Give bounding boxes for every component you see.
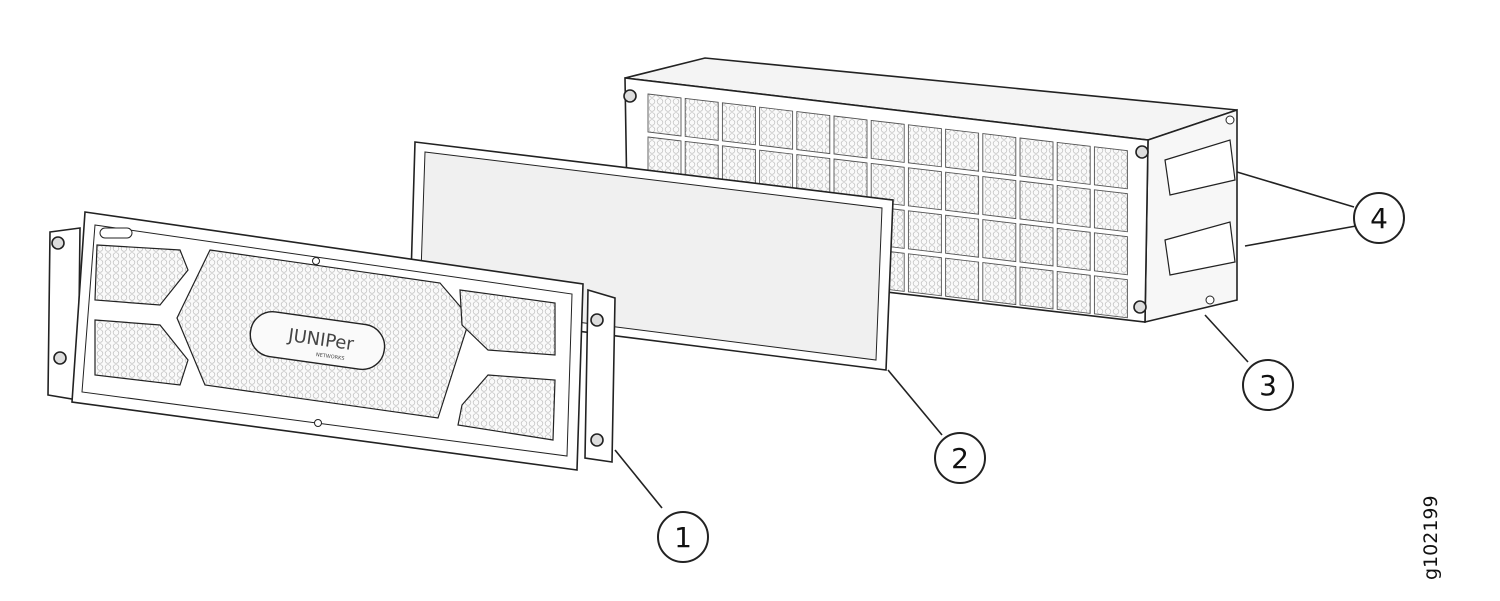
vent-cell (759, 106, 794, 150)
vent-cell (1056, 141, 1091, 185)
vent-cell (684, 97, 719, 141)
vent-cell (907, 253, 942, 297)
vent-cell (945, 257, 980, 301)
callout-3: 3 (1242, 359, 1294, 411)
leader-lines (614, 171, 1357, 509)
vent-cell (1093, 146, 1128, 190)
vent-cell (870, 162, 905, 206)
vent-cell (1093, 232, 1128, 276)
vent-cell (1019, 180, 1054, 224)
vent-cell (945, 214, 980, 258)
vent-cell (1019, 266, 1054, 310)
front-bezel: JUNIPer NETWORKS (47, 211, 616, 471)
vent-cell (796, 111, 831, 155)
callout-label: 3 (1259, 369, 1277, 402)
vent-cell (1019, 223, 1054, 267)
vent-cell (1093, 275, 1128, 319)
juniper-logo: JUNIPer NETWORKS (249, 311, 386, 371)
callout-label: 4 (1370, 202, 1388, 235)
vent-cell (721, 102, 756, 146)
callout-1: 1 (657, 511, 709, 563)
vent-cell (1056, 227, 1091, 271)
vent-cell (945, 128, 980, 172)
callout-4: 4 (1353, 192, 1405, 244)
vent-cell (833, 115, 868, 159)
callout-label: 2 (951, 442, 969, 475)
vent-cell (647, 93, 682, 137)
callout-2: 2 (934, 432, 986, 484)
vent-cell (907, 124, 942, 168)
vent-cell (1056, 270, 1091, 314)
vent-cell (870, 119, 905, 163)
callout-label: 1 (674, 521, 692, 554)
vent-cell (982, 262, 1017, 306)
vent-cell (1019, 137, 1054, 181)
vent-cell (907, 167, 942, 211)
vent-cell (982, 176, 1017, 220)
vent-cell (982, 219, 1017, 263)
logo-subtext: NETWORKS (315, 352, 344, 362)
vent-cell (1093, 189, 1128, 233)
vent-cell (945, 171, 980, 215)
figure-id: g102199 (1420, 495, 1442, 580)
vent-cell (907, 210, 942, 254)
vent-cell (1056, 184, 1091, 228)
vent-cell (982, 133, 1017, 177)
